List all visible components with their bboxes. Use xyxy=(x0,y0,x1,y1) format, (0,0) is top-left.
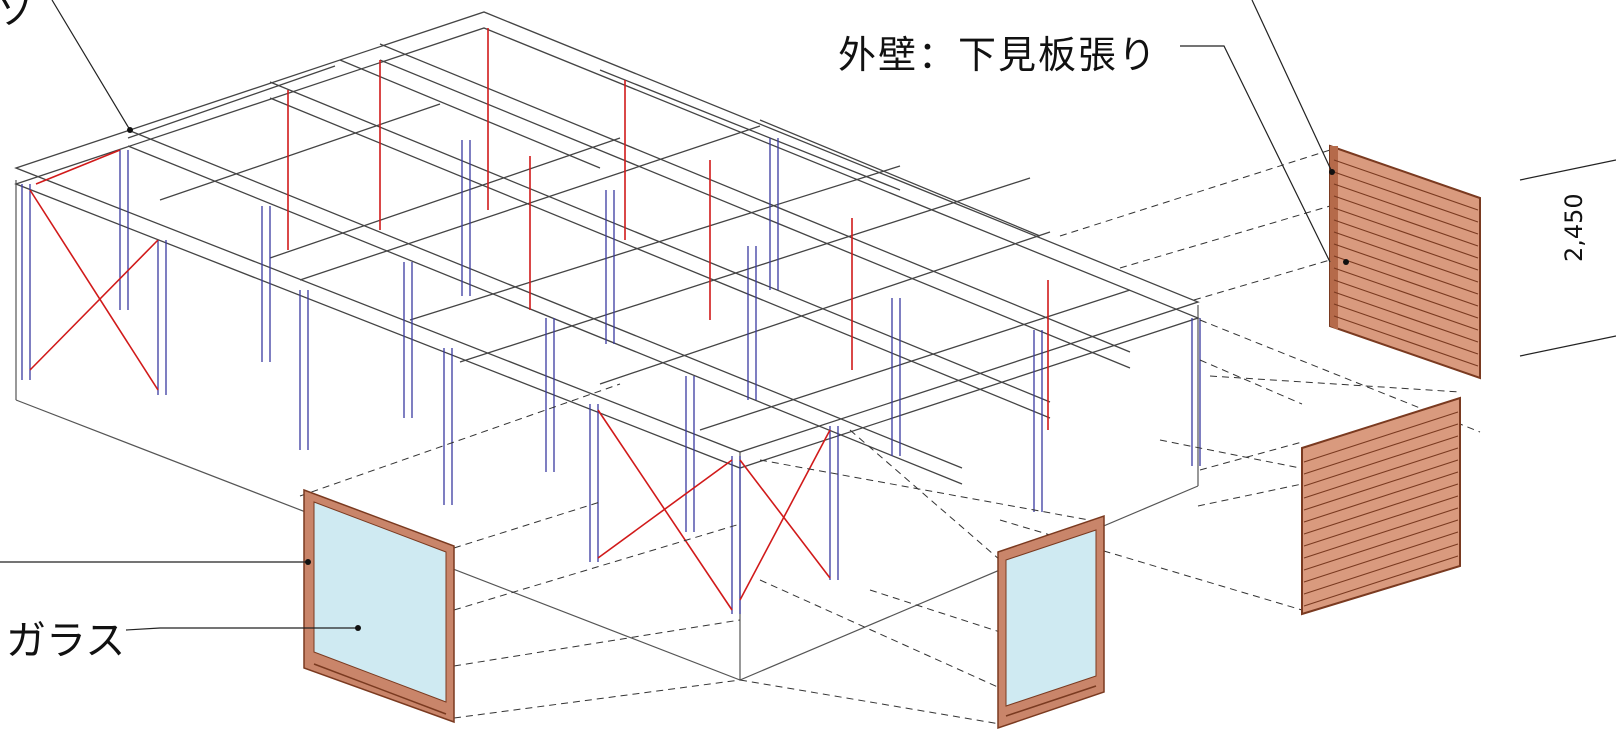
glass-label: ガラス xyxy=(6,618,126,664)
cut-off-label: ソ xyxy=(0,0,35,33)
bracing xyxy=(29,28,1049,611)
leader-dots xyxy=(127,127,1349,631)
roof-beam-frame xyxy=(14,11,1200,485)
glass-panel-right xyxy=(997,514,1105,730)
exterior-wall-label: 外壁：下見板張り xyxy=(838,33,1159,77)
siding-panel-upper xyxy=(1329,144,1481,380)
explode-guides xyxy=(299,149,1481,725)
siding-panel-lower xyxy=(1301,396,1461,616)
leader-lines xyxy=(0,0,1616,631)
glass-panel-left xyxy=(303,488,455,724)
posts xyxy=(21,138,1201,614)
height-dimension-label: 2,450 xyxy=(1560,193,1588,262)
